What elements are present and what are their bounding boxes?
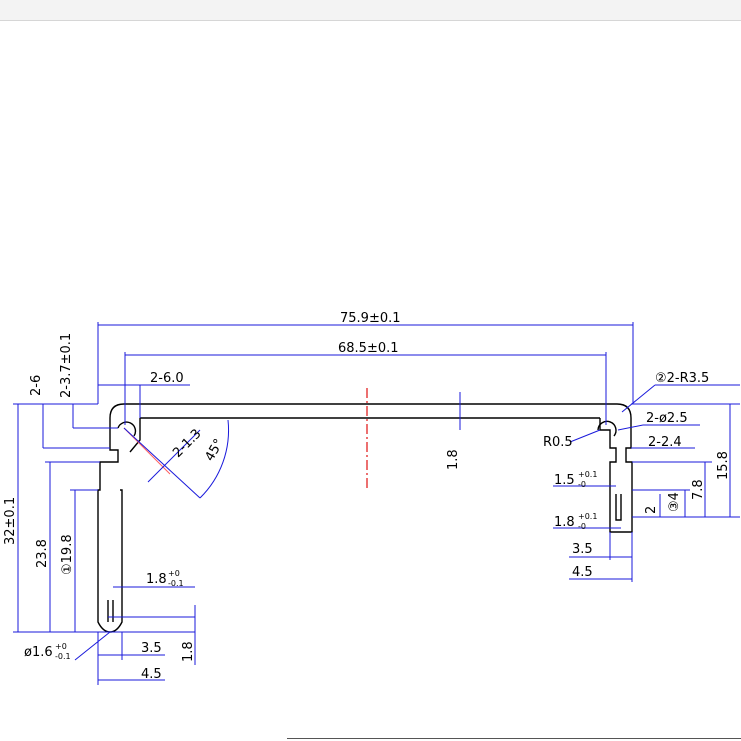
tol-minus01-leg: -0.1 — [168, 579, 184, 588]
tol-plus01-b: +0.1 — [578, 512, 597, 521]
dim-height-total: 32±0.1 — [3, 497, 18, 545]
dim-right-height: 15.8 — [716, 451, 731, 480]
dim-left-leg: ①19.8 — [60, 534, 75, 575]
tol-minus0-a: -0 — [578, 480, 586, 489]
bottom-rule — [287, 738, 741, 739]
dimension-text: 75.9±0.1 68.5±0.1 2-6.0 ②2-R3.5 2-ø2.5 2… — [3, 311, 731, 682]
dim-slot-tol-b: 1.8 — [554, 515, 575, 530]
dimension-lines — [13, 322, 740, 685]
dim-left-top: 2-6.0 — [150, 371, 184, 386]
dim-slot-tol-a: 1.5 — [554, 473, 575, 488]
dim-fillet: R0.5 — [543, 435, 573, 450]
tol-plus0-leg: +0 — [168, 569, 180, 578]
outline-left-slot — [107, 600, 114, 622]
dim-bottom-18: 1.8 — [181, 641, 196, 662]
tol-minus01-pin: -0.1 — [55, 652, 71, 661]
dim-w45-right: 4.5 — [572, 565, 593, 580]
outline-right-slot — [615, 494, 622, 521]
right-hole — [597, 420, 617, 437]
dim-pin-dia: ø1.6 — [24, 645, 53, 660]
dim-right-offset: 2-2.4 — [648, 435, 682, 450]
dim-overall-width: 75.9±0.1 — [340, 311, 401, 326]
dim-corner-radius: ②2-R3.5 — [655, 371, 709, 386]
dim-left-side-b: 2-3.7±0.1 — [59, 333, 74, 398]
dim-left-drop: 23.8 — [35, 539, 50, 568]
outline-left-inner — [129, 418, 141, 453]
dim-hole-dia: 2-ø2.5 — [646, 411, 688, 426]
dim-slot-width: 2-1.3 — [170, 426, 204, 460]
dim-right-slot-h: ③4 — [667, 492, 682, 512]
dim-w35-right: 3.5 — [572, 542, 593, 557]
dim-right-inner: 7.8 — [691, 479, 706, 500]
outline-left-leg — [97, 440, 123, 633]
outline-right-leg — [599, 418, 633, 533]
outline-top — [109, 403, 632, 440]
dim-left-side-a: 2-6 — [29, 375, 44, 396]
dim-right-small: 2 — [644, 506, 659, 514]
dim-center-gap: 1.8 — [446, 449, 461, 470]
left-hole — [117, 421, 137, 437]
tol-plus01-a: +0.1 — [578, 470, 597, 479]
viewer-toolbar — [0, 0, 741, 21]
tol-minus0-b: -0 — [578, 522, 586, 531]
tol-plus0-pin: +0 — [55, 642, 67, 651]
dim-leg-slot: 1.8 — [146, 572, 167, 587]
dim-hole-spacing: 68.5±0.1 — [338, 341, 399, 356]
dim-w45-left: 4.5 — [141, 667, 162, 682]
dim-w35-left: 3.5 — [141, 641, 162, 656]
